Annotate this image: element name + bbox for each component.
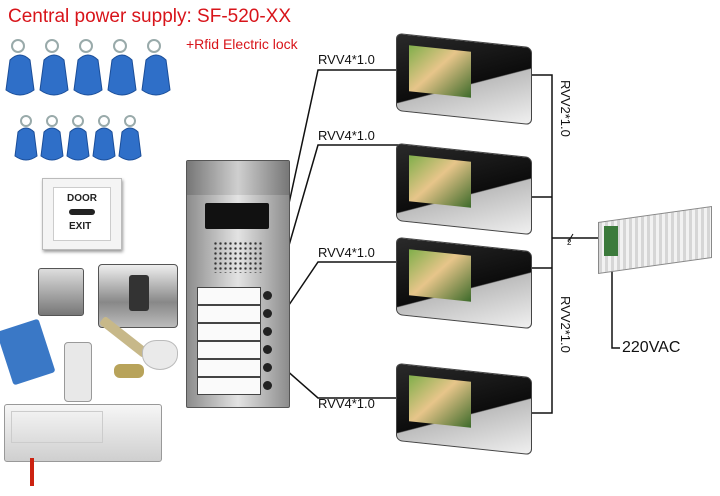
monitor-screen: [409, 249, 471, 302]
door-exit-button-device: DOOR EXIT: [42, 178, 122, 250]
psu-label-plate: [11, 411, 103, 443]
indoor-monitor-3: [396, 236, 532, 330]
call-button-1[interactable]: [197, 287, 261, 305]
rfid-tag: [5, 54, 35, 96]
subtitle: +Rfid Electric lock: [186, 36, 298, 52]
call-button-5[interactable]: [197, 359, 261, 377]
rfid-tag: [73, 54, 103, 96]
slash-marker: [567, 233, 574, 243]
call-button-2[interactable]: [197, 305, 261, 323]
lock-strike-plate: [38, 268, 84, 316]
button-cap: [263, 381, 272, 390]
power-bus: [528, 74, 553, 414]
button-cap: [263, 327, 272, 336]
button-cap: [263, 291, 272, 300]
cable-label-2: RVV4*1.0: [318, 128, 375, 143]
camera-window: [205, 203, 269, 229]
button-cap: [263, 345, 272, 354]
button-cap: [263, 363, 272, 372]
cable-label-4: RVV4*1.0: [318, 396, 375, 411]
psu-red-wire: [30, 458, 34, 486]
exit-label-door: DOOR: [67, 193, 97, 204]
bus-label-upper: RVV2*1.0: [558, 80, 573, 137]
central-power-supply-unit: [4, 404, 162, 462]
rfid-tag: [39, 54, 69, 96]
rfid-tags-large: [5, 39, 171, 96]
indoor-monitor-1: [396, 32, 532, 126]
electric-lock-body: [98, 264, 178, 328]
speaker-grille: [213, 241, 263, 273]
bus-label-lower: RVV2*1.0: [558, 296, 573, 353]
indoor-monitor-4: [396, 362, 532, 456]
call-button-3[interactable]: [197, 323, 261, 341]
monitor-screen: [409, 375, 471, 428]
power-wire-count: 2: [567, 238, 572, 247]
mains-voltage-label: 220VAC: [622, 339, 681, 356]
keys: [114, 364, 144, 378]
call-button-4[interactable]: [197, 341, 261, 359]
key-icon: [69, 209, 95, 215]
call-button-6[interactable]: [197, 377, 261, 395]
rfid-tag: [141, 54, 171, 96]
cable-label-3: RVV4*1.0: [318, 245, 375, 260]
indoor-monitor-2: [396, 142, 532, 236]
rfid-key-fob: [142, 340, 178, 370]
panel-top-cap: [187, 161, 289, 195]
exit-label-exit: EXIT: [69, 221, 92, 232]
lock-cylinder: [129, 275, 149, 311]
remote-control: [64, 342, 92, 402]
monitor-screen: [409, 45, 471, 98]
page-title: Central power supply: SF-520-XX: [8, 6, 292, 27]
rfid-tags-small: [14, 115, 142, 161]
monitor-screen: [409, 155, 471, 208]
cable-label-1: RVV4*1.0: [318, 52, 375, 67]
button-cap: [263, 309, 272, 318]
psu-terminal-block: [604, 226, 618, 256]
mains-line: [611, 258, 620, 349]
outdoor-call-panel: [186, 160, 290, 408]
rfid-tag: [107, 54, 137, 96]
